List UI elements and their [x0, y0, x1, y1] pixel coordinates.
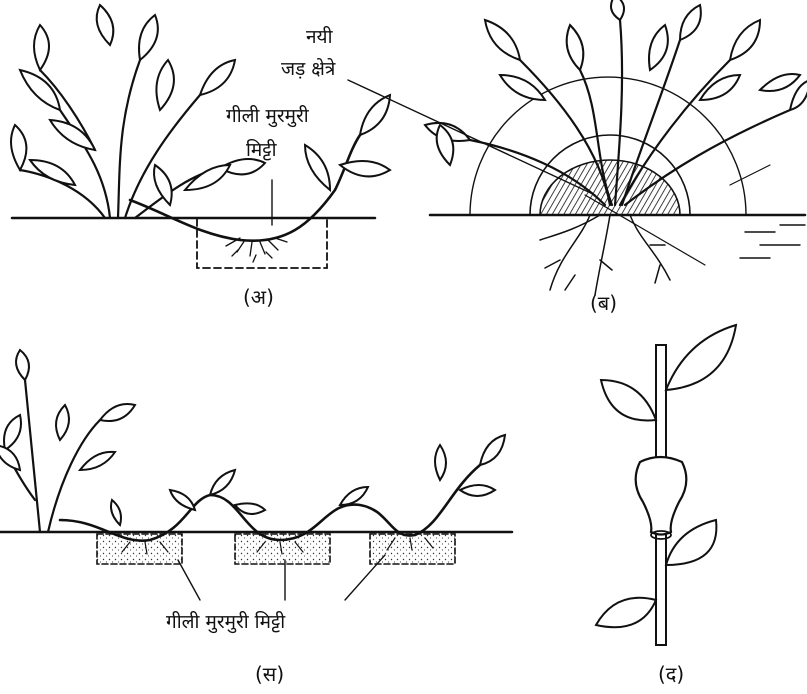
panel-b-label-line2: जड़ क्षेत्रे [281, 59, 335, 81]
soil-pit-a [197, 218, 327, 268]
panel-d-caption: (द) [658, 660, 684, 687]
panel-d-illustration [596, 325, 736, 645]
mound-hatched [540, 160, 680, 215]
panel-b-caption: (ब) [590, 289, 617, 316]
panel-a-caption: (अ) [243, 283, 274, 310]
panel-c-caption: (स) [255, 660, 284, 687]
panel-b-label-line1: नयी [306, 27, 333, 49]
leaves-c [0, 350, 505, 525]
soil-pit-c1 [97, 534, 182, 564]
soil-pit-c2 [235, 534, 330, 564]
panel-a-illustration [11, 5, 390, 268]
panel-a-label-line2: मिट्टी [246, 140, 277, 162]
water-marks [740, 225, 805, 258]
serpentine-branch [60, 465, 480, 541]
soil-pit-c3 [370, 534, 455, 564]
panel-c-label: गीली मुरमुरी मिट्टी [166, 612, 285, 634]
panel-b-illustration [348, 0, 807, 295]
leaves-b [425, 0, 807, 165]
roots-b [540, 215, 670, 295]
air-layer-wrap [636, 457, 687, 535]
panel-c-illustration [0, 350, 512, 600]
panel-a-label-line1: गीली मुरमुरी [226, 106, 309, 128]
